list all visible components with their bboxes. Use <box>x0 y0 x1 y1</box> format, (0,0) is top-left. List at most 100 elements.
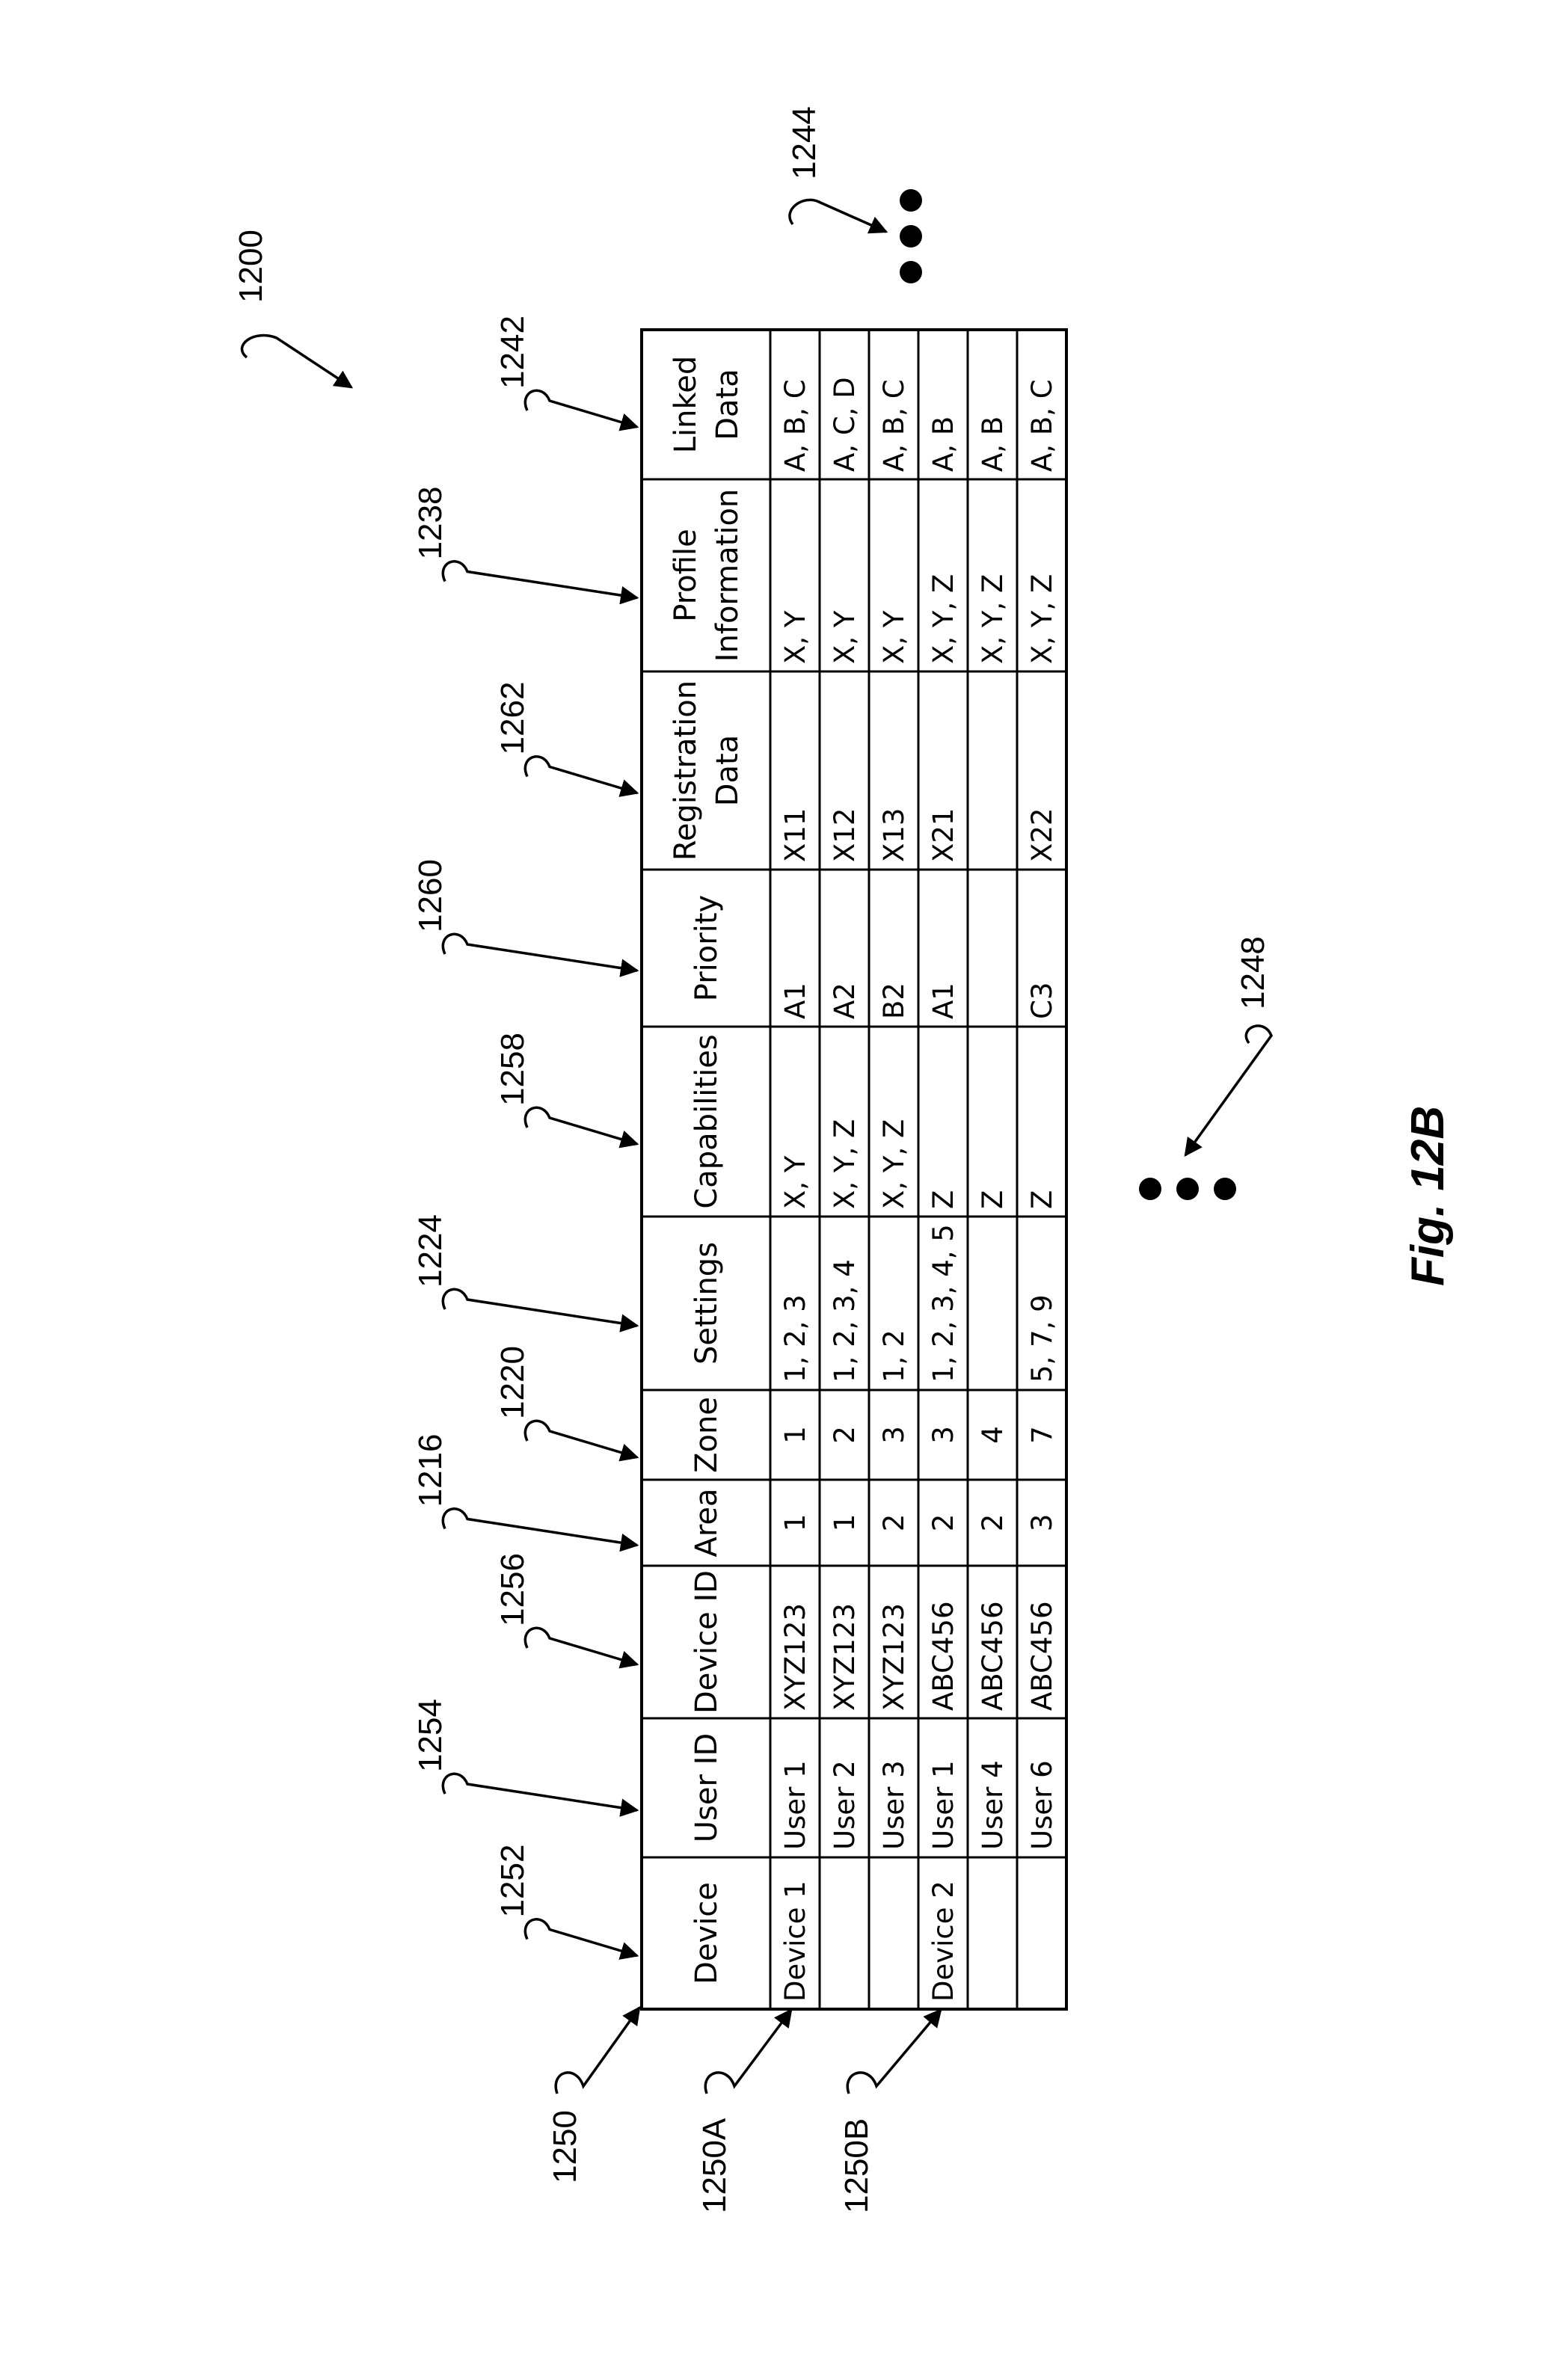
column-header-line: Settings <box>690 1242 724 1365</box>
ellipsis-dot <box>1139 1178 1161 1200</box>
column-header: Capabilities <box>690 1034 724 1208</box>
ellipsis-dot <box>1176 1178 1199 1200</box>
table-cell: User 3 <box>878 1760 910 1850</box>
column-ref-label: 1238 <box>412 487 449 560</box>
column-ref-leader <box>441 1507 639 1552</box>
column-ref-label: 1260 <box>412 859 449 932</box>
ref-1200-label: 1200 <box>233 230 269 303</box>
column-ref-leader <box>523 755 639 797</box>
table-cell: Z <box>927 1190 959 1209</box>
table-cell: X, Y, Z <box>927 574 959 664</box>
column-ref-label: 1242 <box>494 316 531 389</box>
ellipsis-dot <box>900 261 922 283</box>
table-cell: User 6 <box>1026 1760 1058 1850</box>
table-cell: ABC456 <box>1026 1601 1058 1711</box>
ellipsis-dot <box>1214 1178 1236 1200</box>
table-cell: User 1 <box>779 1760 811 1850</box>
column-header-line: Information <box>710 489 745 662</box>
column-ref-leader <box>523 1626 639 1669</box>
column-header: Device <box>690 1882 724 1984</box>
ellipsis-dot <box>900 189 922 212</box>
ref-1250b-group: 1250B <box>838 2008 942 2213</box>
ref-1250a-group: 1250A <box>696 2008 793 2213</box>
table-cell: A, B <box>927 416 959 472</box>
leader-1248 <box>1184 1024 1273 1157</box>
table-cell: 5, 7, 9 <box>1026 1294 1058 1383</box>
table-cell: ABC456 <box>977 1601 1009 1711</box>
table-cell: 2 <box>977 1514 1009 1532</box>
table-cell: 3 <box>1026 1514 1058 1532</box>
table-cell: A, B, C <box>878 379 910 472</box>
table-cell: Device 1 <box>779 1881 811 2002</box>
table-cell: X, Y, Z <box>977 574 1009 664</box>
table-cell: A, B, C <box>779 379 811 472</box>
table-cell: 1, 2 <box>878 1329 910 1383</box>
column-header-line: Device <box>690 1882 724 1984</box>
column-header-line: Priority <box>690 895 724 1001</box>
column-header: Zone <box>690 1397 724 1473</box>
table-cell: C3 <box>1026 983 1058 1019</box>
ref-1250b-label: 1250B <box>838 2118 875 2213</box>
ref-1244-group: 1244 <box>786 106 922 283</box>
table-cell: X, Y <box>829 610 861 664</box>
table-cell: X21 <box>927 808 959 862</box>
table-cell: 3 <box>927 1426 959 1444</box>
column-header-line: Linked <box>669 356 703 454</box>
column-ref-label: 1216 <box>412 1434 449 1507</box>
column-references: 1252125412561216122012241258126012621238… <box>412 316 639 1960</box>
column-ref-label: 1256 <box>494 1553 531 1626</box>
column-ref-label: 1220 <box>494 1346 531 1419</box>
column-ref-label: 1258 <box>494 1033 531 1106</box>
table-cell: 2 <box>829 1426 861 1444</box>
column-ref-leader <box>523 1419 639 1462</box>
table-cell: 1, 2, 3 <box>779 1294 811 1383</box>
table-cell: 1 <box>779 1514 811 1532</box>
ref-1248-label: 1248 <box>1235 936 1271 1009</box>
column-header: User ID <box>690 1733 724 1842</box>
leader-1250 <box>554 2006 641 2094</box>
table-cell: X, Y, Z <box>878 1119 910 1209</box>
table-cell: X, Y <box>779 610 811 664</box>
table-cell: X13 <box>878 808 910 862</box>
table-cell: X22 <box>1026 808 1058 862</box>
column-header: Priority <box>690 895 724 1001</box>
table-cell: Z <box>977 1190 1009 1209</box>
table-cell: User 1 <box>927 1760 959 1850</box>
table-cell: X, Y, Z <box>829 1119 861 1209</box>
table-cell: 2 <box>927 1514 959 1532</box>
table-cell: 4 <box>977 1426 1009 1444</box>
table-cell: Device 2 <box>927 1881 959 2002</box>
table-cell: X, Y <box>878 610 910 664</box>
leader-1244 <box>788 198 888 234</box>
table-cell: X, Y, Z <box>1026 574 1058 664</box>
column-ref-leader <box>523 1106 639 1149</box>
table-cell: Z <box>1026 1190 1058 1209</box>
table-cell: XYZ123 <box>779 1603 811 1711</box>
column-header-line: Registration <box>669 680 703 861</box>
table-cell: 1 <box>829 1514 861 1532</box>
column-ref-leader <box>441 1288 639 1332</box>
column-ref-leader <box>441 1772 639 1817</box>
ellipsis-dot <box>900 225 922 247</box>
table-border <box>640 328 1068 2011</box>
table-cell: 1, 2, 3, 4 <box>829 1259 861 1383</box>
column-header-line: Area <box>690 1488 724 1557</box>
column-header: Settings <box>690 1242 724 1365</box>
table-cell: XYZ123 <box>829 1603 861 1711</box>
column-ref-label: 1252 <box>494 1845 531 1918</box>
leader-1200 <box>240 333 354 389</box>
table-cell: 7 <box>1026 1426 1058 1444</box>
table-cell: B2 <box>878 983 910 1019</box>
column-ref-leader <box>441 932 639 977</box>
table-cell: User 4 <box>977 1760 1009 1850</box>
column-header-line: Data <box>710 735 745 807</box>
table-cell: XYZ123 <box>878 1603 910 1711</box>
table-cell: 2 <box>878 1514 910 1532</box>
leader-1250b <box>846 2008 942 2094</box>
figure-caption: Fig. 12B <box>1402 1106 1454 1286</box>
